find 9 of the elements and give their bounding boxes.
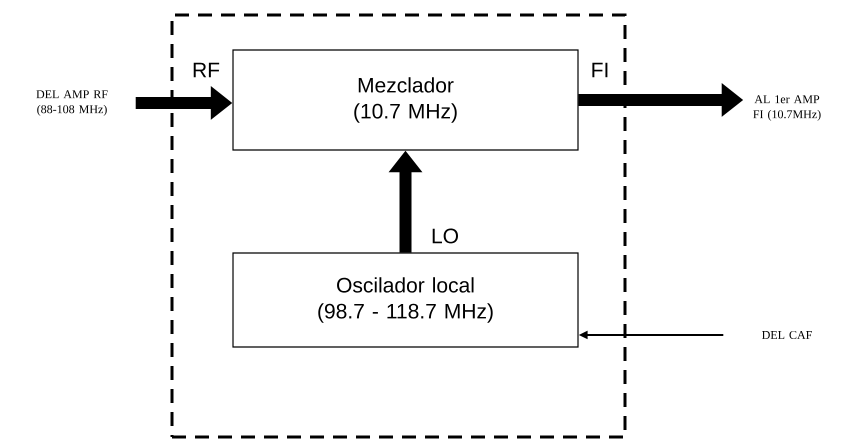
signal-text: AL 1er AMP FI (10.7MHz) xyxy=(753,95,821,121)
process-box: Oscilador local (98.7 - 118.7 MHz) xyxy=(232,252,579,348)
signal-text: DEL AMP RF (88-108 MHz) xyxy=(36,90,108,116)
signal-text: DEL CAF xyxy=(762,330,812,339)
dashed-frame xyxy=(170,14,626,438)
edge-label: LO xyxy=(430,228,460,244)
edge-label: RF xyxy=(191,62,221,78)
process-box: Mezclador (10.7 MHz) xyxy=(232,49,579,151)
edge-label: FI xyxy=(590,62,610,78)
